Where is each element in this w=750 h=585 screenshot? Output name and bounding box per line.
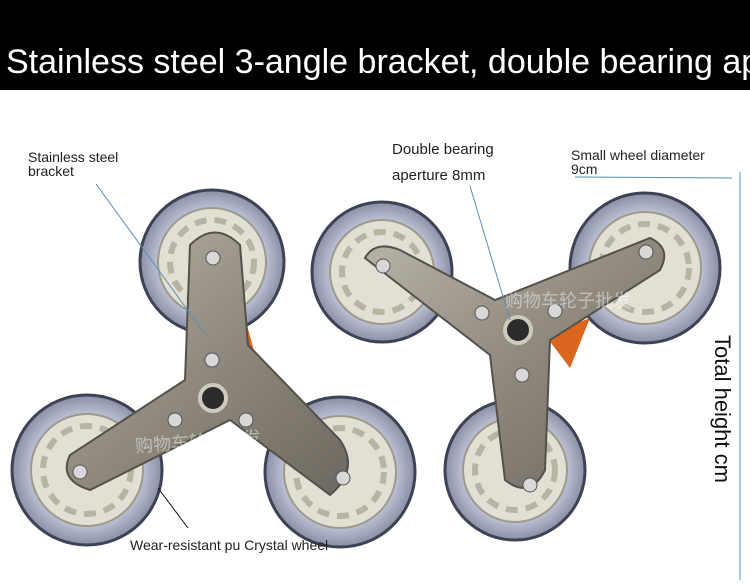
leader-bearing	[469, 185, 511, 321]
label-bracket: Stainless steel bracket	[28, 150, 118, 178]
product-photo	[0, 90, 750, 585]
label-diameter-line1: Small wheel diameter	[571, 147, 705, 163]
label-total-height: Total height cm	[710, 335, 735, 483]
label-wheel: Wear-resistant pu Crystal wheel	[130, 537, 329, 553]
bracket-right	[363, 236, 666, 489]
leader-lines	[95, 172, 741, 580]
dimension-line-diameter	[574, 176, 733, 179]
leader-wheel	[157, 487, 189, 529]
label-bearing-line1: Double bearing	[392, 141, 494, 158]
label-bearing-line2: aperture 8mm	[392, 167, 486, 184]
label-bracket-line1: Stainless steel	[28, 149, 119, 165]
label-bracket-line2: bracket	[28, 163, 74, 179]
banner-title: Stainless steel 3-angle bracket, double …	[6, 43, 750, 81]
left-assembly	[10, 188, 417, 549]
wheel-assembly-illustration	[10, 172, 741, 580]
right-assembly	[310, 191, 722, 542]
bearing-right	[503, 315, 533, 345]
label-bearing: Double bearing aperture 8mm	[392, 137, 494, 189]
bearing-left	[198, 383, 228, 413]
label-diameter-line2: 9cm	[571, 161, 598, 177]
label-diameter: Small wheel diameter 9cm	[571, 148, 705, 176]
watermark-right: 购物车轮子批发	[505, 291, 631, 312]
title-banner: Stainless steel 3-angle bracket, double …	[0, 0, 750, 90]
leader-bracket	[95, 183, 206, 335]
